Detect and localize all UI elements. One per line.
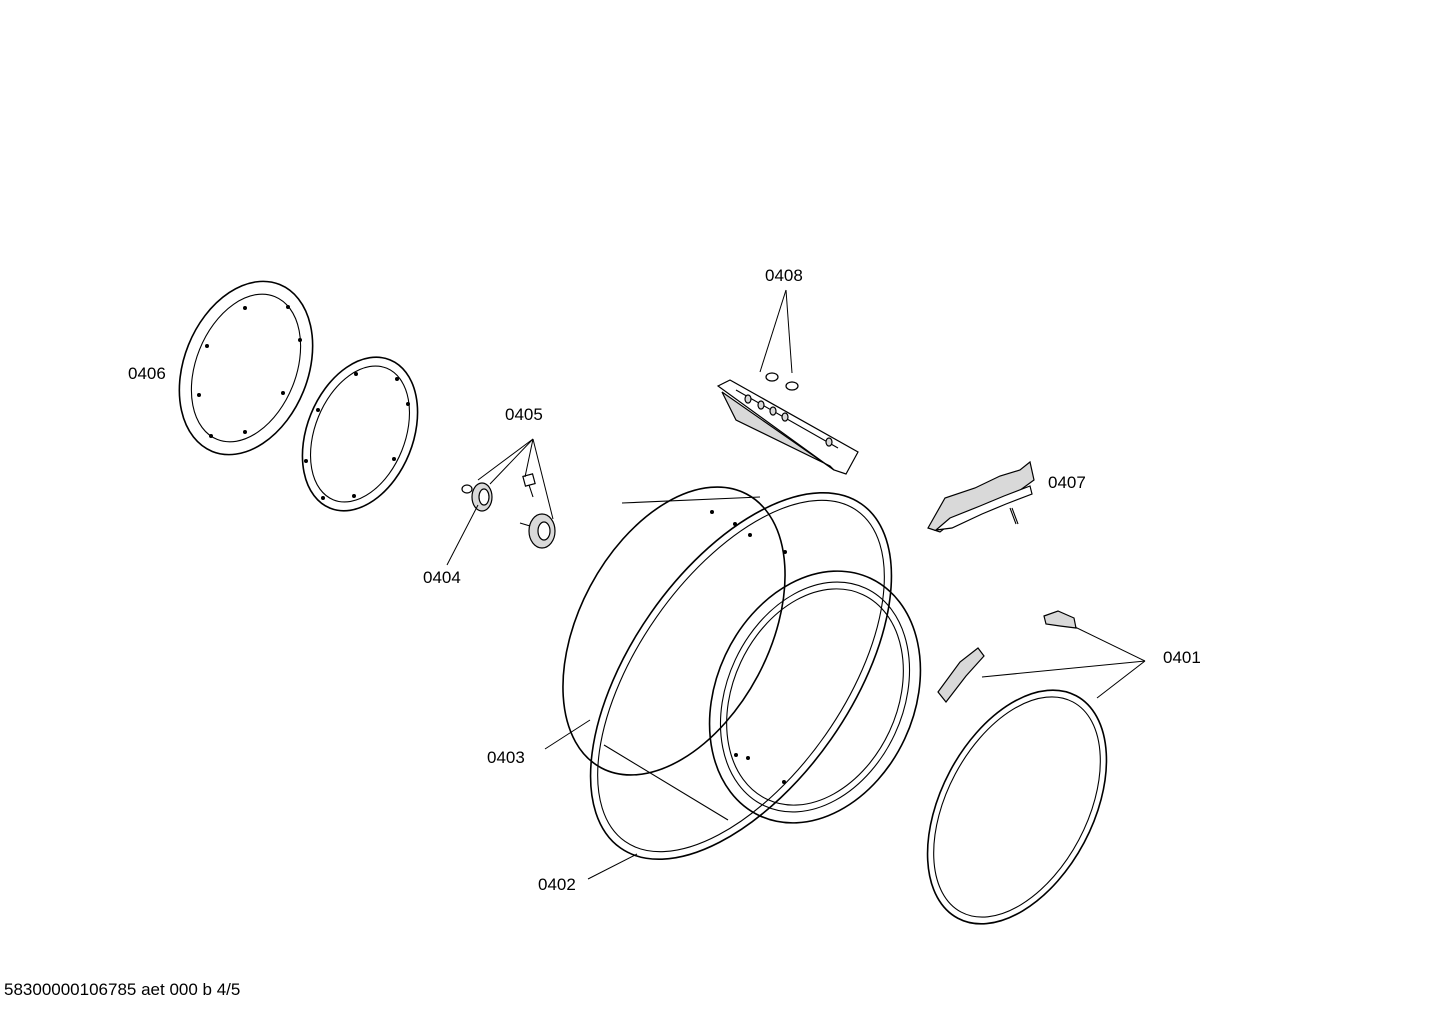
label-0401: 0401 [1163, 648, 1201, 667]
label-0406: 0406 [128, 364, 166, 383]
part-0407-lever [927, 460, 1035, 533]
part-0404-0405-roller-assembly [461, 473, 556, 549]
part-0408-bracket [716, 372, 859, 475]
label-0402: 0402 [538, 875, 576, 894]
label-0403: 0403 [487, 748, 525, 767]
label-0404: 0404 [423, 568, 461, 587]
drawing-reference-footer: 58300000106785 aet 000 b 4/5 [4, 980, 241, 999]
label-0407: 0407 [1048, 473, 1086, 492]
part-0402-ring [589, 491, 893, 861]
leader-lines [446, 289, 1146, 880]
label-0408: 0408 [765, 266, 803, 285]
part-0406-rings [178, 280, 419, 512]
label-0405: 0405 [505, 405, 543, 424]
part-0403-drum [562, 486, 922, 824]
part-0401-ring-and-sliders [926, 610, 1108, 925]
